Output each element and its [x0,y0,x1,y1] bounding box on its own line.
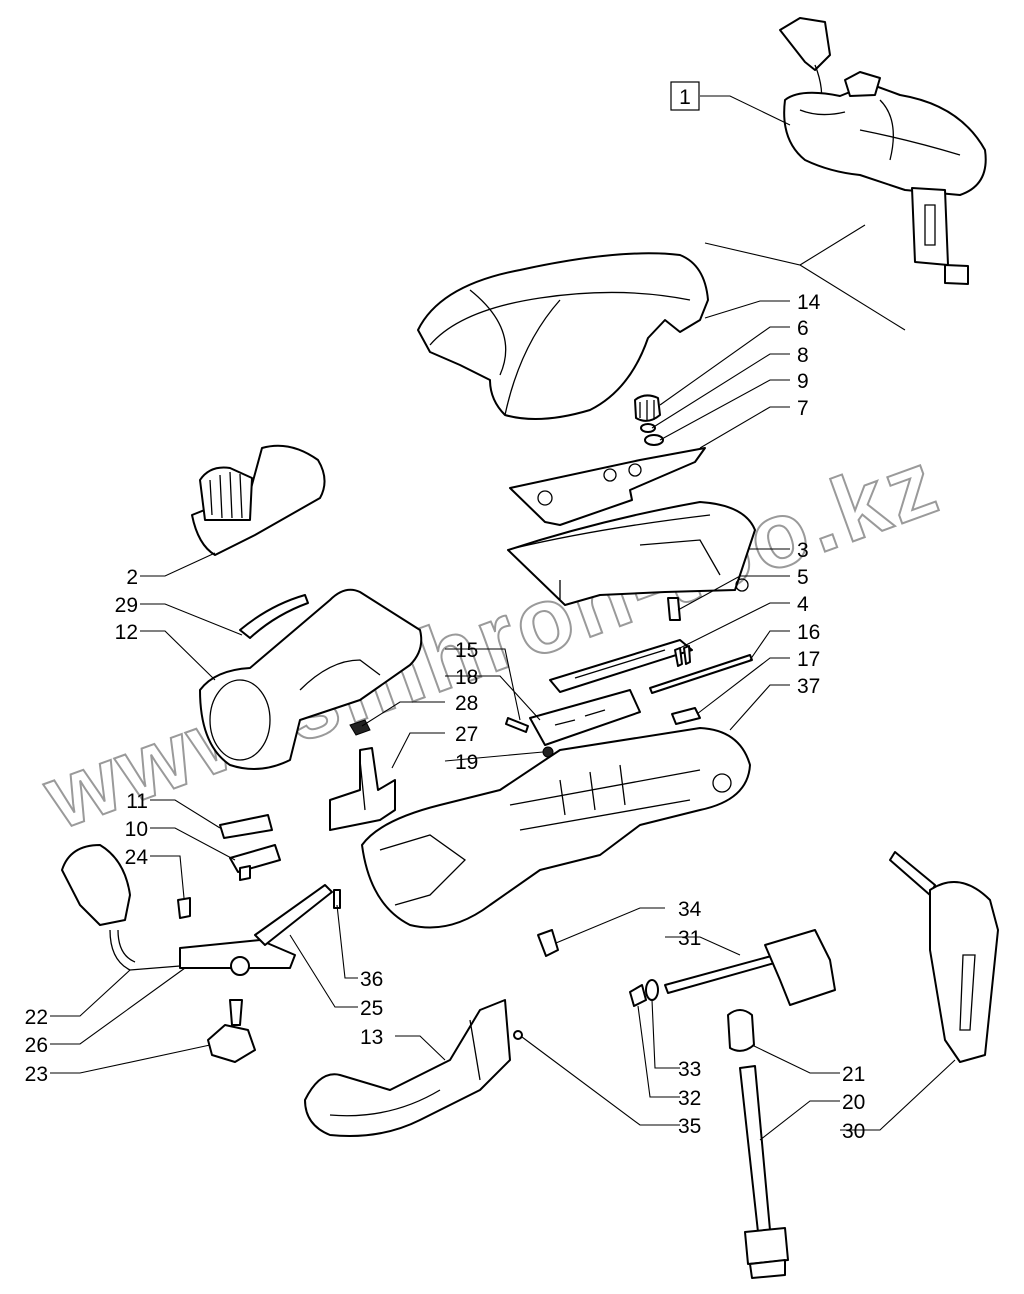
bracket-part-27 [329,747,396,831]
callout-31: 31 [678,927,701,950]
callout-26: 26 [25,1034,48,1057]
callout-22: 22 [25,1006,48,1029]
callout-10: 10 [125,818,148,841]
assembled-armrest-part-1 [779,17,987,285]
callout-16: 16 [797,621,820,644]
callout-23: 23 [25,1063,48,1086]
callout-3: 3 [797,539,809,562]
nut-part-35 [513,1030,523,1040]
callout-21: 21 [842,1063,865,1086]
insert-part-29 [239,594,309,639]
lever-arm-part-26 [179,939,296,976]
block-part-17 [671,707,701,725]
callout-5: 5 [797,566,809,589]
callout-25: 25 [360,997,383,1020]
callout-29: 29 [115,594,138,617]
callout-33: 33 [678,1058,701,1081]
plate-part-7 [509,447,706,526]
lower-housing-part-13 [304,999,511,1137]
joystick-part-22 [61,844,181,971]
front-housing-part-12 [199,588,423,770]
washer-part-9 [644,434,664,446]
rod-part-16 [649,654,753,694]
callout-7: 7 [797,397,809,420]
callout-28: 28 [455,692,478,715]
armrest-cover-part-14 [417,252,709,420]
switch-board-part-10 [229,844,281,881]
callout-9: 9 [797,370,809,393]
callout-6: 6 [797,317,809,340]
callout-14: 14 [797,291,821,314]
nut-part-32 [629,984,647,1007]
washer-part-8 [640,423,656,433]
screw-part-5 [667,597,681,621]
linkage-part-25 [254,884,333,946]
fitting-part-21 [727,1009,755,1052]
callout-13: 13 [360,1026,383,1049]
callout-box-1 [670,81,700,111]
callout-18: 18 [455,666,478,689]
knob-part-6 [634,394,661,422]
callout-34: 34 [678,898,702,921]
connector-block-part-18 [529,689,641,746]
knob-housing-part-2 [191,444,326,556]
callout-37: 37 [797,675,820,698]
screw-part-15 [505,717,529,733]
callout-2: 2 [126,566,138,589]
washer-part-33 [645,979,659,1001]
callout-24: 24 [125,846,149,869]
callout-12: 12 [115,621,138,644]
clip-part-34 [537,929,559,957]
callout-19: 19 [455,751,478,774]
knob-part-23 [207,999,256,1063]
cable-part-20 [739,1065,789,1279]
callout-30: 30 [842,1120,865,1143]
callout-35: 35 [678,1115,701,1138]
armrest-base-part-37 [361,727,751,929]
callout-17: 17 [797,648,820,671]
circuit-board-part-4 [549,639,693,693]
callout-11: 11 [126,790,148,813]
callout-8: 8 [797,344,809,367]
bolt-part-24 [177,897,191,919]
leader-lines [50,95,956,1141]
shaft-part-31 [664,929,836,1006]
callout-32: 32 [678,1087,701,1110]
callout-20: 20 [842,1091,865,1114]
mounting-bracket-part-30 [889,851,999,1063]
callout-1: 1 [679,86,691,109]
callout-labels: 1 14 6 8 9 7 3 5 4 16 17 37 2 29 12 15 1… [25,81,865,1143]
callout-15: 15 [455,639,478,662]
callout-36: 36 [360,968,383,991]
panel-support-part-3 [507,501,756,606]
callout-4: 4 [797,593,809,616]
callout-27: 27 [455,723,478,746]
label-plate-part-11 [219,814,273,839]
pin-part-36 [333,889,341,909]
